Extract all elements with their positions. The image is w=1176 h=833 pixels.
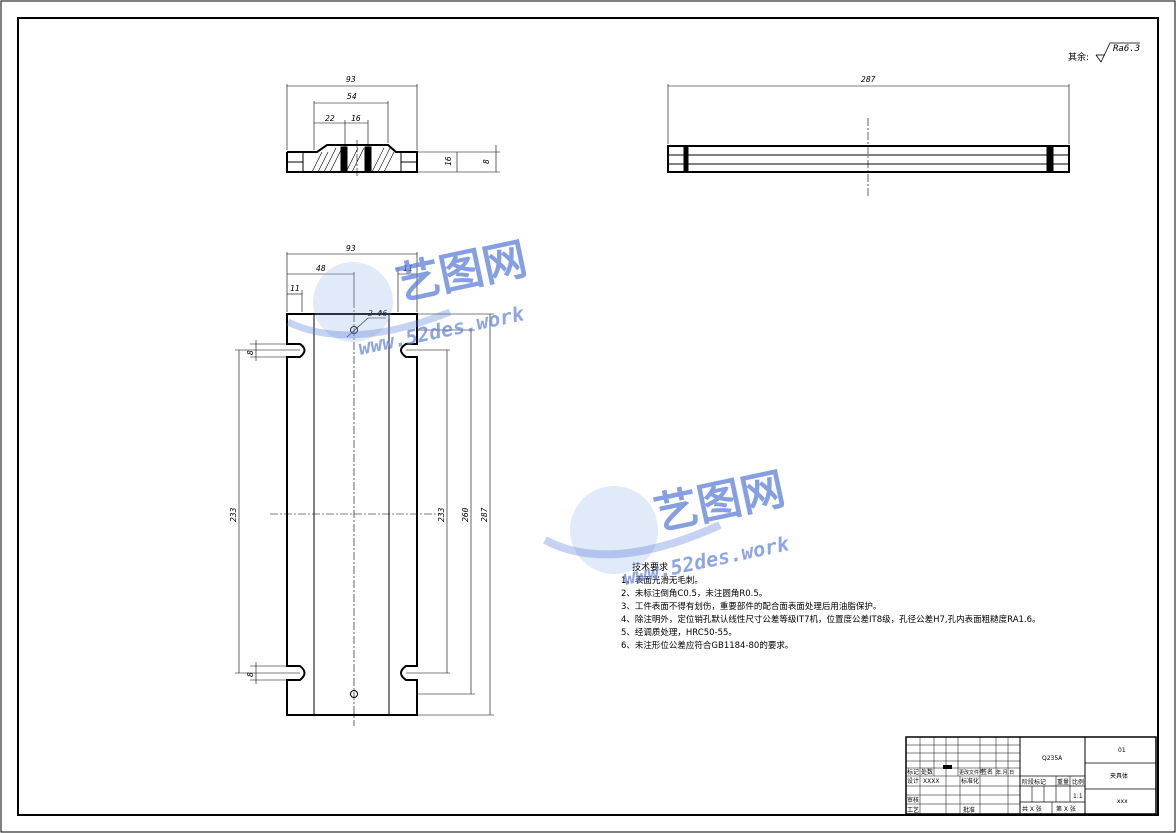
plan-dim-hole-callout: 2-Φ6	[368, 309, 387, 318]
note-item: 5、经调质处理，HRC50-55。	[621, 627, 737, 638]
roughness-symbol: 其余: Ra6.3	[1068, 42, 1140, 63]
top-dim-slot: 16	[351, 114, 361, 123]
rev-label: 处数	[921, 768, 933, 776]
process-label: 工艺	[907, 806, 919, 814]
design-value: XXXX	[923, 778, 939, 785]
top-dim-offset: 22	[325, 114, 335, 123]
plan-dim-slot-right: 233	[437, 507, 446, 522]
check-label: 审核	[907, 796, 919, 804]
side-dim-length: 287	[861, 75, 876, 84]
sheet-number: 第 X 张	[1056, 805, 1076, 813]
design-label: 设计	[907, 777, 919, 785]
plan-view: 93 48 11 11 2-Φ6 233 233 260 287 8 8	[229, 244, 494, 726]
plan-dim-slot-width-bottom: 8	[246, 672, 255, 677]
roughness-value: Ra6.3	[1113, 44, 1140, 54]
top-dim-height-b: 8	[482, 159, 491, 164]
rev-label: 更改文件号	[959, 769, 984, 776]
part-name: 夹具体	[1110, 772, 1128, 780]
inner-frame	[17, 17, 1159, 816]
note-item: 3、工件表面不得有划伤，重要部件的配合面表面处理后用油脂保护。	[621, 601, 881, 612]
watermark: 艺图网 www.52des.work	[286, 233, 532, 360]
watermark-logo-text: 艺图网	[392, 233, 532, 310]
company: xxx	[1117, 798, 1128, 805]
plan-dim-rail-left: 11	[290, 284, 300, 293]
drawing-number: 01	[1118, 747, 1126, 754]
scale-value: 1:1	[1073, 793, 1083, 800]
plan-dim-slot-width-top: 8	[246, 350, 255, 355]
rev-label: 签名	[981, 768, 993, 776]
top-dim-height-a: 16	[444, 156, 453, 166]
plan-dim-rail-right: 11	[403, 264, 413, 273]
top-dim-inner: 54	[347, 92, 357, 101]
rev-label: 标记	[907, 768, 919, 776]
plan-dim-holes: 260	[461, 507, 470, 522]
technical-notes: 技术要求 1、表面光滑无毛刺。 2、未标注倒角C0.5，未注圆角R0.5。 3、…	[621, 561, 1041, 651]
note-item: 2、未标注倒角C0.5，未注圆角R0.5。	[621, 588, 767, 599]
note-item: 6、未注形位公差应符合GB1184-80的要求。	[621, 640, 793, 651]
note-item: 4、除注明外，定位销孔默认线性尺寸公差等级IT7机，位置度公差IT8级，孔径公差…	[621, 614, 1041, 625]
plan-dim-hole-x: 48	[316, 264, 326, 273]
note-item: 1、表面光滑无毛刺。	[621, 575, 703, 586]
std-label: 标准化	[961, 777, 979, 785]
plan-dim-slot-left: 233	[229, 507, 238, 522]
notes-title: 技术要求	[632, 561, 668, 573]
approve-label: 批准	[963, 806, 975, 814]
stage-label: 阶段标记	[1022, 778, 1046, 786]
watermark: 艺图网 www.52des.work	[543, 463, 792, 590]
title-block: 标记 处数 更改文件号 签名 年.月.日 设计 XXXX 标准化 审核 工艺 批…	[905, 736, 1157, 815]
top-view: 93 54 22 16 16 8	[286, 75, 500, 176]
plan-dim-width: 93	[346, 244, 356, 253]
sheet-total: 共 X 张	[1022, 805, 1042, 813]
scale-label: 比例	[1072, 778, 1084, 786]
plan-dim-length: 287	[480, 507, 489, 522]
weight-label: 重量	[1057, 778, 1069, 786]
side-view: 287	[667, 75, 1070, 196]
roughness-prefix: 其余:	[1068, 51, 1089, 63]
rev-label: 年.月.日	[996, 769, 1014, 776]
material: Q235A	[1042, 755, 1063, 762]
top-dim-width: 93	[346, 75, 356, 84]
